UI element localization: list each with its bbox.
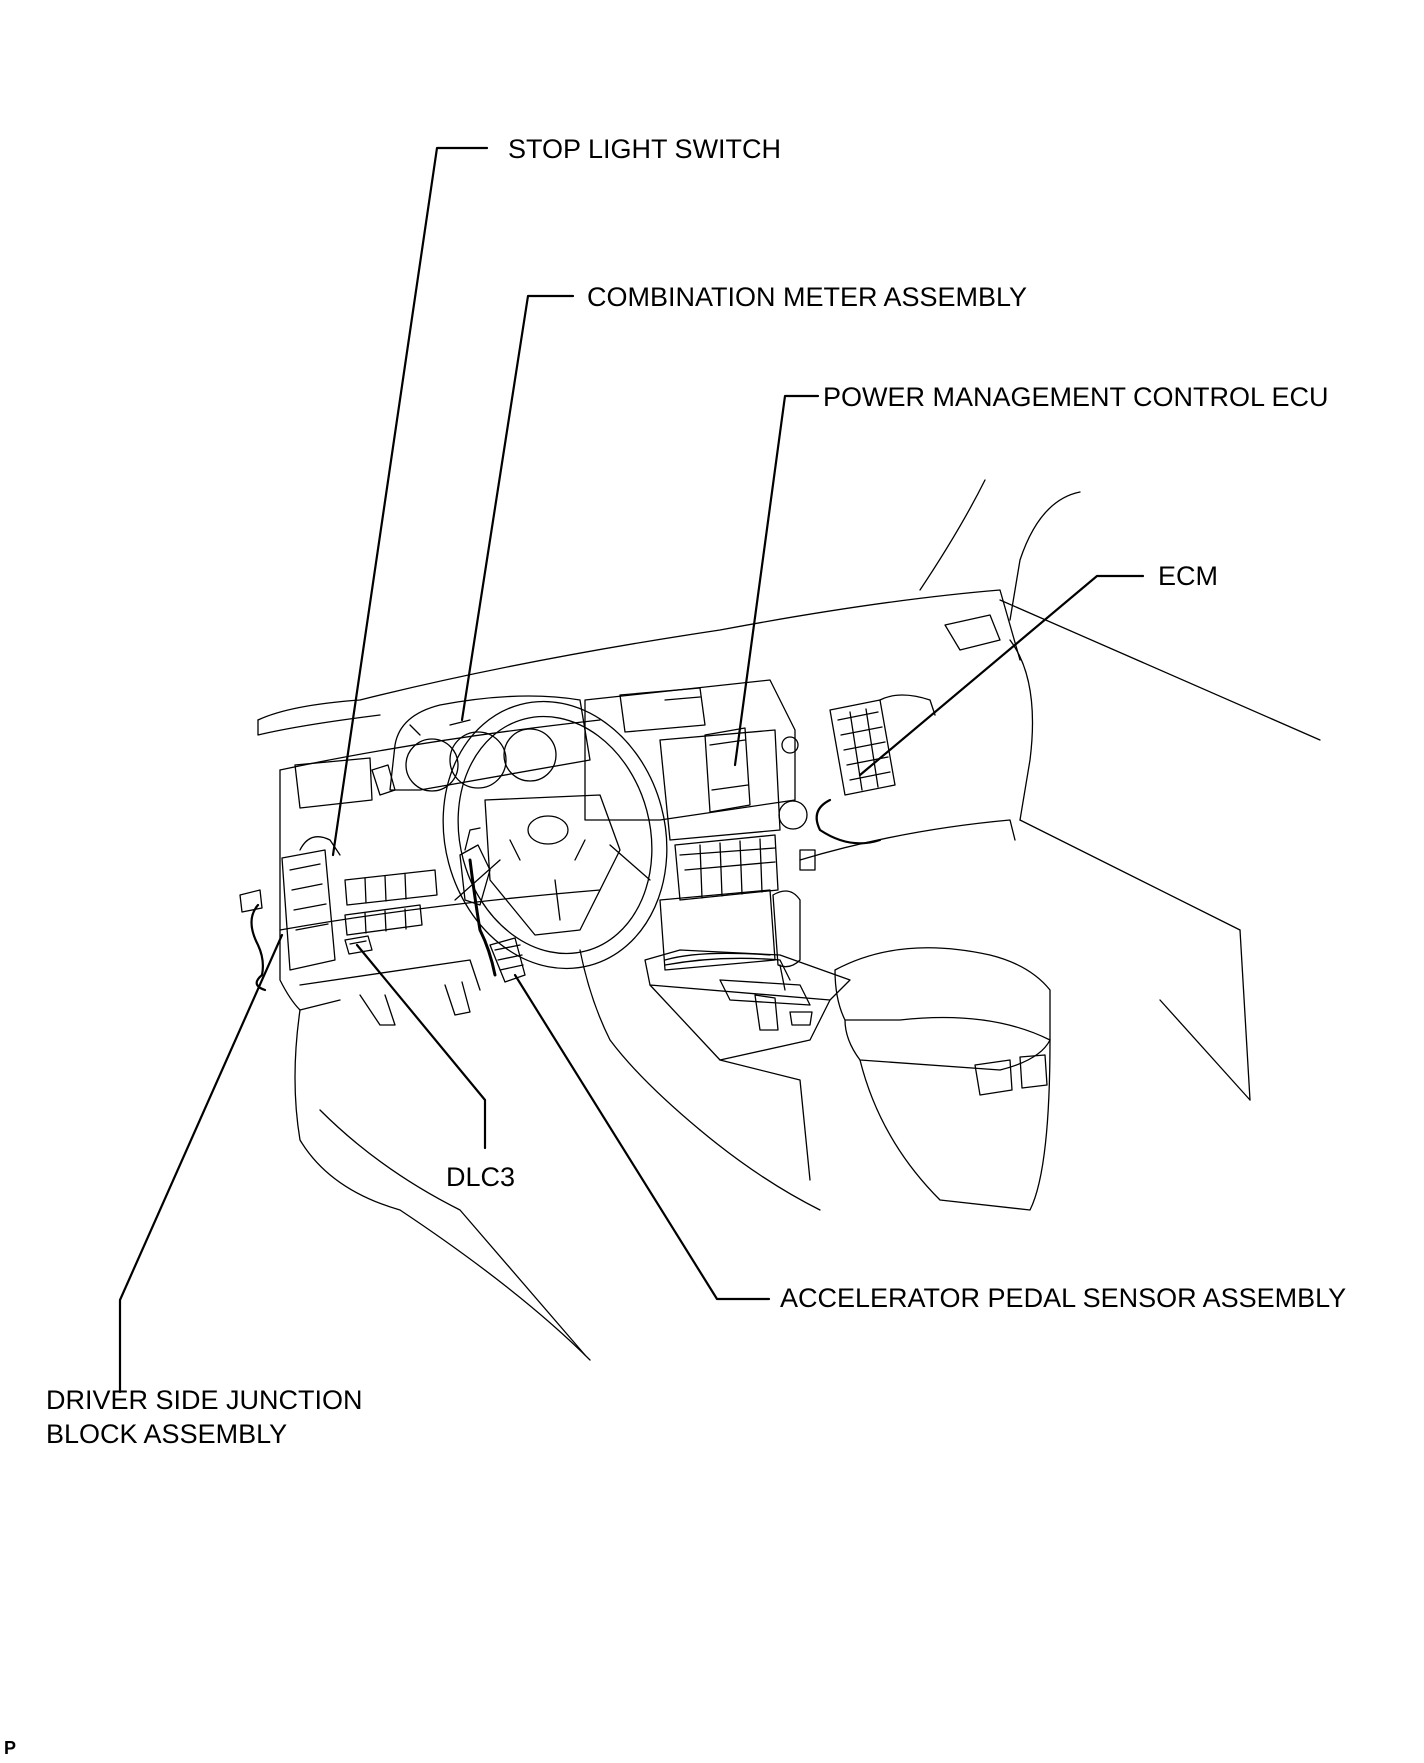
leader-junction-block [118, 933, 284, 1394]
center-console [584, 679, 1051, 1211]
steering-wheel [442, 700, 668, 970]
label-power-management-ecu: POWER MANAGEMENT CONTROL ECU [823, 382, 1329, 412]
switch-panel-left [344, 869, 438, 936]
ecm-unit [815, 694, 936, 845]
label-accelerator-pedal: ACCELERATOR PEDAL SENSOR ASSEMBLY [780, 1283, 1347, 1313]
pedal-area [371, 764, 526, 983]
label-dlc3: DLC3 [446, 1162, 516, 1192]
combination-meter [389, 695, 591, 792]
dashboard-outline [257, 479, 1321, 1361]
leader-dlc3 [355, 943, 487, 1150]
label-ecm: ECM [1158, 561, 1218, 591]
junction-block [239, 836, 341, 992]
footer-code: P [4, 1738, 17, 1758]
power-management-ecu [704, 727, 751, 813]
label-combination-meter: COMBINATION METER ASSEMBLY [587, 282, 1028, 312]
leader-combination-meter [460, 294, 575, 722]
leader-ecm [858, 574, 1145, 777]
leader-power-mgmt-ecu [733, 394, 820, 767]
leader-stop-light-switch [331, 146, 489, 857]
leader-lines [118, 146, 1145, 1394]
label-junction-block-line1: DRIVER SIDE JUNCTION [46, 1385, 363, 1415]
label-junction-block-line2: BLOCK ASSEMBLY [46, 1419, 288, 1449]
dlc3-connector [344, 935, 373, 955]
label-stop-light-switch: STOP LIGHT SWITCH [508, 134, 782, 164]
leader-accelerator-pedal [513, 973, 771, 1301]
